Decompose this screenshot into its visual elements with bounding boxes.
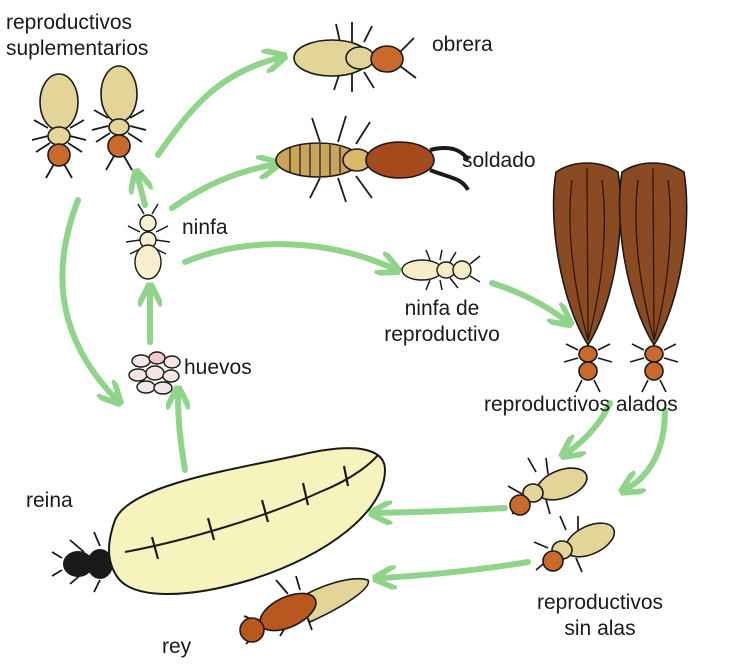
- label-reproductive-nymph-line-1: ninfa de: [362, 296, 522, 322]
- supplementary-reproductive-2: [92, 66, 146, 170]
- label-supplementary-line-1: reproductivos: [6, 10, 148, 36]
- winged-reproductive-1: [554, 163, 621, 392]
- queen-termite: [52, 448, 385, 594]
- label-eggs: huevos: [184, 355, 252, 381]
- label-winged-reproductives: reproductivos alados: [484, 392, 678, 418]
- label-reproductive-nymph-line-2: reproductivo: [362, 322, 522, 348]
- arrow-nymph-to-soldier: [172, 165, 272, 208]
- wingless-reproductive-1: [508, 458, 591, 515]
- arrow-supplementary-to-eggs: [62, 200, 115, 398]
- label-worker: obrera: [432, 32, 493, 58]
- reproductive-nymph-termite: [402, 250, 480, 290]
- arrow-nymph-to-worker: [158, 58, 278, 155]
- label-king: rey: [162, 634, 191, 660]
- egg-cluster: [129, 352, 180, 394]
- label-soldier: soldado: [462, 148, 536, 174]
- wingless-reproductive-2: [534, 516, 619, 572]
- arrow-nymph-to-reproductive-nymph: [185, 244, 392, 268]
- arrow-alates-right-to-wingless: [628, 410, 665, 488]
- arrow-wingless-to-queen: [378, 508, 505, 513]
- label-reproductive-nymph: ninfa de reproductivo: [362, 296, 522, 348]
- label-nymph: ninfa: [182, 215, 228, 241]
- king-termite: [240, 576, 368, 644]
- supplementary-reproductive-1: [32, 74, 86, 178]
- label-supplementary-line-2: suplementarios: [6, 36, 148, 62]
- label-supplementary-reproductives: reproductivos suplementarios: [6, 10, 148, 62]
- arrow-nymph-to-supplementary: [138, 178, 145, 205]
- arrow-queen-to-eggs: [178, 395, 185, 470]
- arrow-wingless-to-king: [382, 562, 528, 578]
- worker-termite: [294, 22, 416, 92]
- winged-reproductive-2: [620, 163, 687, 392]
- label-wingless-line-2: sin alas: [500, 616, 700, 642]
- label-wingless-line-1: reproductivos: [500, 590, 700, 616]
- label-queen: reina: [26, 488, 73, 514]
- nymph-termite: [126, 204, 170, 279]
- label-wingless-reproductives: reproductivos sin alas: [500, 590, 700, 642]
- soldier-termite: [276, 116, 468, 202]
